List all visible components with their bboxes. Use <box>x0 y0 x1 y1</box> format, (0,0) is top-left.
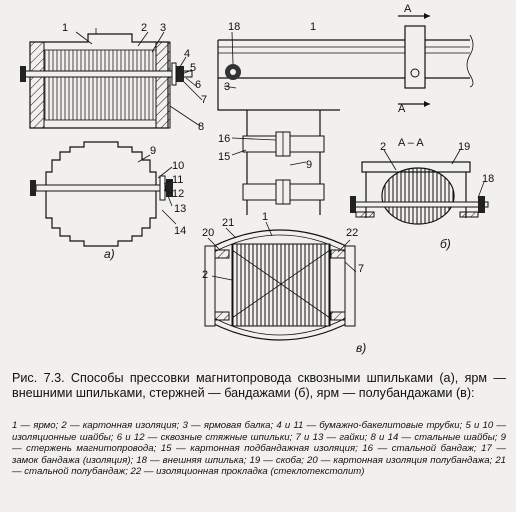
label-b-18-section: 18 <box>482 173 494 185</box>
view-c: 21 20 1 22 2 7 в) <box>202 211 366 355</box>
yoke-beam-left <box>29 41 45 129</box>
label-b-15: 15 <box>218 151 230 163</box>
core-nut-right <box>166 179 173 197</box>
label-c-22: 22 <box>346 227 358 239</box>
core-through-stud <box>35 184 167 192</box>
upright-right <box>344 245 356 327</box>
view-a: 1 2 3 4 5 6 7 8 9 10 11 12 13 14 а) <box>20 22 207 261</box>
label-a-5: 5 <box>190 62 196 74</box>
label-b-9: 9 <box>306 159 312 171</box>
label-b-1: 1 <box>310 21 316 33</box>
section-label: A – A <box>398 137 424 149</box>
pressing-methods-diagram: 1 2 3 4 5 6 7 8 9 10 11 12 13 14 а) A A <box>20 3 494 355</box>
label-a-8: 8 <box>198 121 204 133</box>
label-a-13: 13 <box>174 203 186 215</box>
label-a-11: 11 <box>172 174 183 186</box>
subfigure-label-a: а) <box>104 247 115 261</box>
core-nut-left <box>30 180 36 196</box>
figure-legend: 1 — ярмо; 2 — картонная изоляция; 3 — яр… <box>12 420 506 478</box>
subfigure-label-c: в) <box>356 341 366 355</box>
label-b-19: 19 <box>458 141 470 153</box>
subfigure-label-b: б) <box>440 237 451 251</box>
label-b-16: 16 <box>218 133 230 145</box>
yoke-beam-right <box>155 41 171 129</box>
label-a-14: 14 <box>174 225 186 237</box>
label-c-21: 21 <box>222 217 234 229</box>
label-a-1: 1 <box>62 22 68 34</box>
label-b-3: 3 <box>224 81 230 93</box>
half-band-upper <box>209 229 351 249</box>
section-arrow-a-bottom: A <box>398 103 406 115</box>
yoke-beam-hole <box>410 68 420 78</box>
label-a-4: 4 <box>184 48 190 60</box>
core-washer-right <box>159 175 166 201</box>
section-core <box>381 167 455 225</box>
view-b: A A 18 1 3 16 15 9 A – A <box>217 3 494 251</box>
through-stud <box>23 70 193 78</box>
label-b-18: 18 <box>228 21 240 33</box>
label-c-1: 1 <box>262 211 268 223</box>
label-c-7: 7 <box>358 263 364 275</box>
yoke-beam-vertical <box>404 25 426 89</box>
nut-right <box>176 66 184 82</box>
label-b-2-section: 2 <box>380 141 386 153</box>
label-a-7: 7 <box>201 94 207 106</box>
label-a-2: 2 <box>141 22 147 34</box>
label-a-12: 12 <box>172 188 184 200</box>
label-a-9: 9 <box>150 145 156 157</box>
label-a-6: 6 <box>195 79 201 91</box>
yoke-b <box>217 39 470 111</box>
washer-right <box>171 62 177 86</box>
section-arrow-a-top: A <box>404 3 412 15</box>
half-band-core <box>231 243 331 327</box>
core-stepped-section <box>45 141 157 247</box>
section-ext-stud <box>351 201 489 208</box>
upright-left <box>204 245 216 327</box>
yoke-cross-section <box>29 33 169 129</box>
half-band-lower <box>209 321 351 341</box>
label-c-2: 2 <box>202 269 208 281</box>
nut-left <box>20 66 26 82</box>
label-a-3: 3 <box>160 22 166 34</box>
label-a-10: 10 <box>172 160 184 172</box>
label-c-20: 20 <box>202 227 214 239</box>
figure-caption: Рис. 7.3. Способы прессовки магнитопрово… <box>12 371 506 400</box>
